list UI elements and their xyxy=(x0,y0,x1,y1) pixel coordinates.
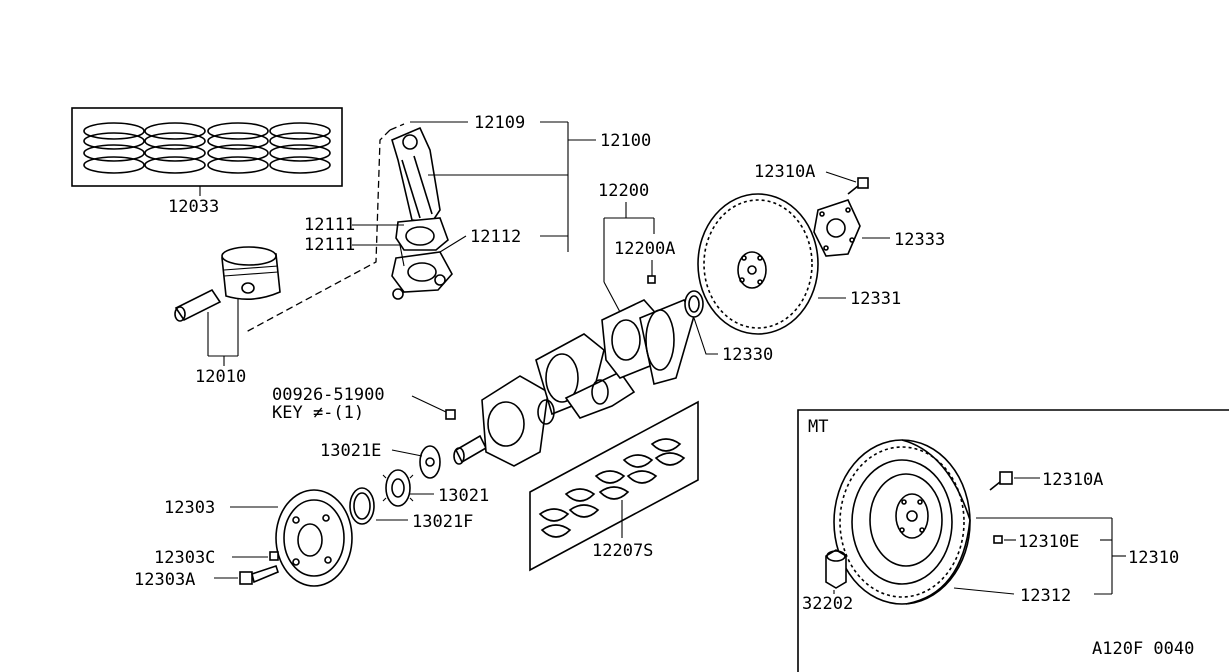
rear-oil-seal xyxy=(684,290,704,318)
reinforcement-plate xyxy=(813,199,861,257)
figure-code: A120F 0040 xyxy=(1092,639,1194,659)
flywheel-bolt-top xyxy=(847,177,869,195)
label-12333: 12333 xyxy=(894,230,945,250)
pilot-bushing xyxy=(825,549,847,589)
ring-stack-2 xyxy=(144,122,206,174)
label-12303A: 12303A xyxy=(134,570,195,590)
label-13021: 13021 xyxy=(438,486,489,506)
label-32202: 32202 xyxy=(802,594,853,614)
label-13021F: 13021F xyxy=(412,512,473,532)
label-12303: 12303 xyxy=(164,498,215,518)
crankshaft xyxy=(453,299,695,467)
mt-inset-box xyxy=(797,409,1229,672)
front-seal-ring xyxy=(349,487,375,525)
label-12330: 12330 xyxy=(722,345,773,365)
crank-pulley xyxy=(275,489,353,587)
label-12310A-top: 12310A xyxy=(754,162,815,182)
drive-plate xyxy=(697,193,819,335)
label-12033: 12033 xyxy=(168,197,219,217)
label-mt: MT xyxy=(808,417,828,437)
label-12310E: 12310E xyxy=(1018,532,1079,552)
label-12109: 12109 xyxy=(474,113,525,133)
label-12207S: 12207S xyxy=(592,541,653,561)
oil-thrower xyxy=(419,445,441,479)
label-12331: 12331 xyxy=(850,289,901,309)
label-12303C: 12303C xyxy=(154,548,215,568)
ring-stack-1 xyxy=(83,122,145,174)
label-12010: 12010 xyxy=(195,367,246,387)
label-13021E: 13021E xyxy=(320,441,381,461)
piston-ring-set xyxy=(71,107,343,196)
crank-sprocket xyxy=(382,469,414,507)
main-bearing-set xyxy=(529,400,699,572)
label-12111-lower: 12111 xyxy=(304,235,355,255)
piston xyxy=(221,246,281,300)
label-12312: 12312 xyxy=(1020,586,1071,606)
label-12310A-mt: 12310A xyxy=(1042,470,1103,490)
mt-flywheel-bolt xyxy=(989,471,1013,491)
label-12310: 12310 xyxy=(1128,548,1179,568)
pulley-bolt xyxy=(239,564,279,585)
label-12111-upper: 12111 xyxy=(304,215,355,235)
connecting-rod xyxy=(391,126,453,300)
label-12200: 12200 xyxy=(598,181,649,201)
label-12112: 12112 xyxy=(470,227,521,247)
piston-pin xyxy=(174,288,222,322)
label-00926-51900: 00926-51900 xyxy=(272,385,385,405)
label-key: KEY ≠-(1) xyxy=(272,403,364,423)
label-12100: 12100 xyxy=(600,131,651,151)
ring-stack-3 xyxy=(207,122,269,174)
ring-stack-4 xyxy=(269,122,331,174)
label-12200A: 12200A xyxy=(614,239,675,259)
mt-flywheel xyxy=(833,439,971,605)
